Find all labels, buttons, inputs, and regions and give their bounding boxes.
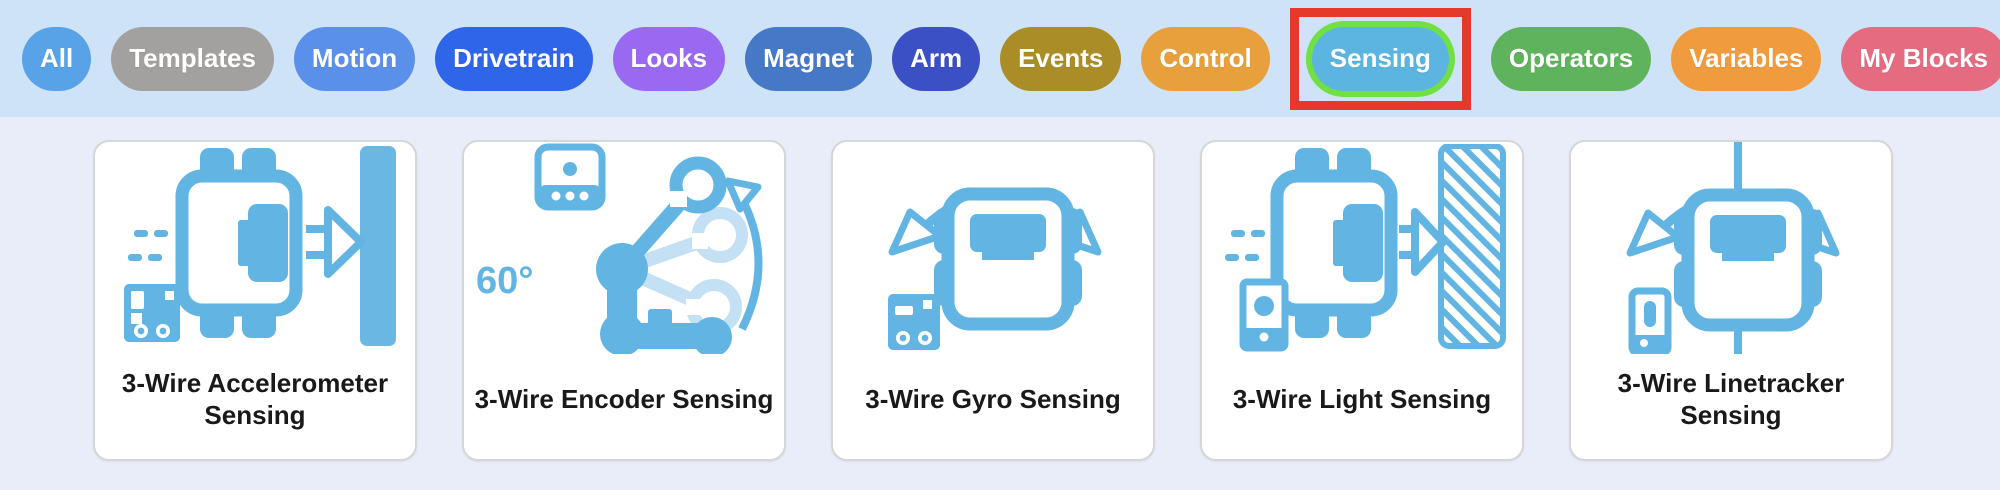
light-icon: [1202, 142, 1522, 354]
wall-shape: [360, 146, 396, 346]
gyro-icon: [833, 142, 1153, 354]
linetracker-icon: [1571, 142, 1891, 354]
annotation-rectangle: Sensing: [1289, 7, 1471, 110]
category-button-drivetrain[interactable]: Drivetrain: [435, 26, 593, 91]
category-button-variables[interactable]: Variables: [1671, 26, 1822, 91]
accelerometer-icon: [95, 142, 415, 354]
angle-label: 60°: [476, 260, 533, 302]
card-title: 3-Wire Accelerometer Sensing: [121, 367, 389, 430]
category-button-templates[interactable]: Templates: [111, 26, 274, 91]
encoder-icon: 60°: [464, 142, 784, 354]
category-button-sensing[interactable]: Sensing: [1311, 26, 1449, 91]
category-button-myblocks[interactable]: My Blocks: [1841, 26, 2000, 91]
category-button-looks[interactable]: Looks: [612, 26, 726, 91]
category-button-events[interactable]: Events: [1000, 26, 1122, 91]
template-card-row: 3-Wire Accelerometer Sensing 60°: [0, 117, 2000, 461]
card-title: 3-Wire Light Sensing: [1232, 383, 1492, 414]
hatched-wall-shape: [1438, 144, 1506, 349]
category-button-all[interactable]: All: [22, 26, 92, 91]
template-card-accelerometer[interactable]: 3-Wire Accelerometer Sensing: [93, 140, 417, 461]
template-card-linetracker[interactable]: 3-Wire Linetracker Sensing: [1569, 140, 1893, 461]
template-card-gyro[interactable]: 3-Wire Gyro Sensing: [831, 140, 1155, 461]
category-toolbar: All Templates Motion Drivetrain Looks Ma…: [0, 0, 2000, 117]
category-button-motion[interactable]: Motion: [293, 26, 416, 91]
category-button-magnet[interactable]: Magnet: [745, 26, 873, 91]
template-card-encoder[interactable]: 60°: [462, 140, 786, 461]
category-button-arm[interactable]: Arm: [892, 26, 981, 91]
card-title: 3-Wire Gyro Sensing: [865, 383, 1121, 414]
card-title: 3-Wire Encoder Sensing: [474, 383, 774, 414]
category-button-operators[interactable]: Operators: [1490, 26, 1652, 91]
card-title: 3-Wire Linetracker Sensing: [1617, 367, 1845, 430]
category-button-control[interactable]: Control: [1141, 26, 1270, 91]
template-card-light[interactable]: 3-Wire Light Sensing: [1200, 140, 1524, 461]
